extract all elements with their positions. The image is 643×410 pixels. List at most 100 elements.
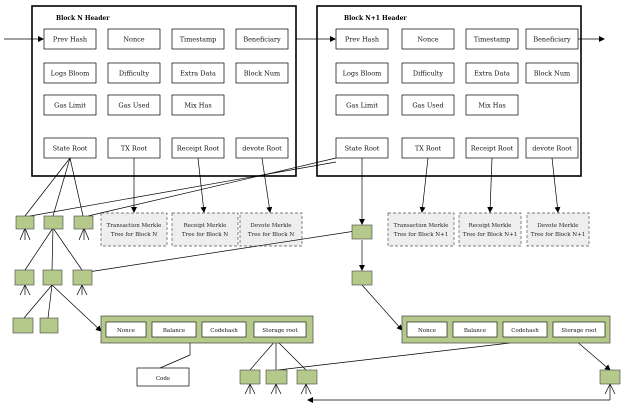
svg-text:Difficulty: Difficulty (119, 70, 150, 78)
account-nonce: Nonce (406, 321, 448, 338)
svg-text:Gas Used: Gas Used (118, 102, 149, 110)
field-receipt-root: Receipt Root (465, 137, 519, 159)
field-nonce: Nonce (401, 28, 455, 50)
field-tx-root: TX Root (401, 137, 455, 159)
field-mix-hash: Mix Has (171, 94, 225, 116)
field-timestamp: Timestamp (171, 28, 225, 50)
trie-node (42, 269, 63, 286)
account-block-n: Nonce Balance Codehash Storage root (100, 315, 314, 344)
svg-text:Mix Has: Mix Has (184, 102, 211, 110)
field-gas-used: Gas Used (107, 94, 161, 116)
field-prev-hash: Prev Hash (43, 28, 97, 50)
field-block-num: Block Num (525, 62, 579, 84)
field-beneficiary: Beneficiary (235, 28, 289, 50)
svg-text:TX Root: TX Root (415, 145, 442, 153)
svg-text:Difficulty: Difficulty (413, 70, 444, 78)
field-prev-hash: Prev Hash (335, 28, 389, 50)
code-box: Code (136, 367, 190, 387)
svg-text:Receipt Merkle: Receipt Merkle (184, 223, 227, 229)
field-state-root: State Root (335, 137, 389, 159)
account-codehash: Codehash (502, 321, 548, 338)
field-gas-used: Gas Used (401, 94, 455, 116)
account-balance: Balance (452, 321, 498, 338)
trie-node (351, 270, 373, 286)
field-timestamp: Timestamp (465, 28, 519, 50)
svg-text:Balance: Balance (163, 328, 185, 334)
svg-text:Extra Data: Extra Data (180, 70, 216, 78)
storage-node (239, 369, 261, 385)
field-receipt-root: Receipt Root (171, 137, 225, 159)
field-tx-root: TX Root (107, 137, 161, 159)
svg-text:Tree for Block N: Tree for Block N (248, 232, 295, 238)
field-gas-limit: Gas Limit (335, 94, 389, 116)
receipt-merkle-tree-n: Receipt Merkle Tree for Block N (171, 212, 239, 247)
account-block-n1: Nonce Balance Codehash Storage root (401, 315, 611, 344)
storage-node (265, 369, 288, 385)
trie-node (14, 269, 35, 286)
svg-text:Nonce: Nonce (417, 36, 438, 44)
svg-text:devote Root: devote Root (532, 145, 572, 153)
trie-node (351, 224, 373, 240)
field-difficulty: Difficulty (401, 62, 455, 84)
svg-text:Logs Bloom: Logs Bloom (51, 70, 90, 78)
svg-text:Beneficiary: Beneficiary (243, 36, 281, 44)
svg-text:Tree for Block N+1: Tree for Block N+1 (463, 232, 517, 238)
svg-text:Transaction Merkle: Transaction Merkle (107, 223, 162, 229)
tx-merkle-tree-n1: Transaction Merkle Tree for Block N+1 (387, 212, 455, 247)
svg-text:State Root: State Root (345, 145, 380, 153)
devote-merkle-tree-n: Devote Merkle Tree for Block N (239, 212, 303, 247)
field-devote-root: devote Root (525, 137, 579, 159)
field-logs-bloom: Logs Bloom (335, 62, 389, 84)
svg-text:Devote Merkle: Devote Merkle (537, 223, 578, 229)
account-nonce: Nonce (105, 321, 147, 338)
svg-text:Nonce: Nonce (418, 328, 436, 334)
merkle-trees-block-n: Transaction Merkle Tree for Block N Rece… (100, 212, 303, 247)
field-devote-root: devote Root (235, 137, 289, 159)
svg-text:Receipt Merkle: Receipt Merkle (469, 223, 512, 229)
trie-node (72, 269, 93, 286)
trie-node (12, 317, 34, 334)
trie-node (43, 215, 64, 230)
svg-text:Gas Limit: Gas Limit (54, 102, 86, 110)
svg-text:Tree for Block N: Tree for Block N (111, 232, 158, 238)
svg-text:Balance: Balance (464, 328, 486, 334)
svg-text:Timestamp: Timestamp (474, 36, 511, 44)
svg-text:Timestamp: Timestamp (180, 36, 217, 44)
merkle-trees-block-n1: Transaction Merkle Tree for Block N+1 Re… (387, 212, 590, 247)
trie-node (39, 317, 59, 334)
svg-text:Block Num: Block Num (244, 70, 280, 78)
svg-text:Block Num: Block Num (534, 70, 570, 78)
trie-node (15, 215, 35, 230)
field-gas-limit: Gas Limit (43, 94, 97, 116)
trie-node (73, 215, 94, 230)
block-n-title: Block N Header (56, 15, 110, 22)
account-storage-root: Storage root (253, 321, 307, 338)
svg-text:Gas Limit: Gas Limit (346, 102, 378, 110)
devote-merkle-tree-n1: Devote Merkle Tree for Block N+1 (526, 212, 590, 247)
svg-text:Nonce: Nonce (123, 36, 144, 44)
svg-text:TX Root: TX Root (121, 145, 148, 153)
svg-text:Extra Data: Extra Data (474, 70, 510, 78)
connectors (19, 157, 616, 403)
tx-merkle-tree-n: Transaction Merkle Tree for Block N (100, 212, 168, 247)
receipt-merkle-tree-n1: Receipt Merkle Tree for Block N+1 (458, 212, 522, 247)
field-mix-hash: Mix Has (465, 94, 519, 116)
state-trie-nodes (12, 215, 621, 385)
svg-text:Beneficiary: Beneficiary (533, 36, 571, 44)
field-logs-bloom: Logs Bloom (43, 62, 97, 84)
svg-text:Tree for Block N+1: Tree for Block N+1 (531, 232, 585, 238)
field-extra-data: Extra Data (171, 62, 225, 84)
svg-text:Tree for Block N+1: Tree for Block N+1 (394, 232, 448, 238)
storage-node (296, 369, 318, 385)
svg-text:Tree for Block N: Tree for Block N (182, 232, 229, 238)
field-block-num: Block Num (235, 62, 289, 84)
field-difficulty: Difficulty (107, 62, 161, 84)
svg-text:Codehash: Codehash (210, 328, 238, 334)
svg-text:Devote Merkle: Devote Merkle (250, 223, 291, 229)
svg-text:devote Root: devote Root (242, 145, 282, 153)
svg-text:State Root: State Root (53, 145, 88, 153)
svg-text:Prev Hash: Prev Hash (345, 36, 379, 44)
block-n-header: Block N Header Prev Hash Nonce Timestamp… (31, 5, 297, 177)
svg-text:Mix Has: Mix Has (478, 102, 505, 110)
